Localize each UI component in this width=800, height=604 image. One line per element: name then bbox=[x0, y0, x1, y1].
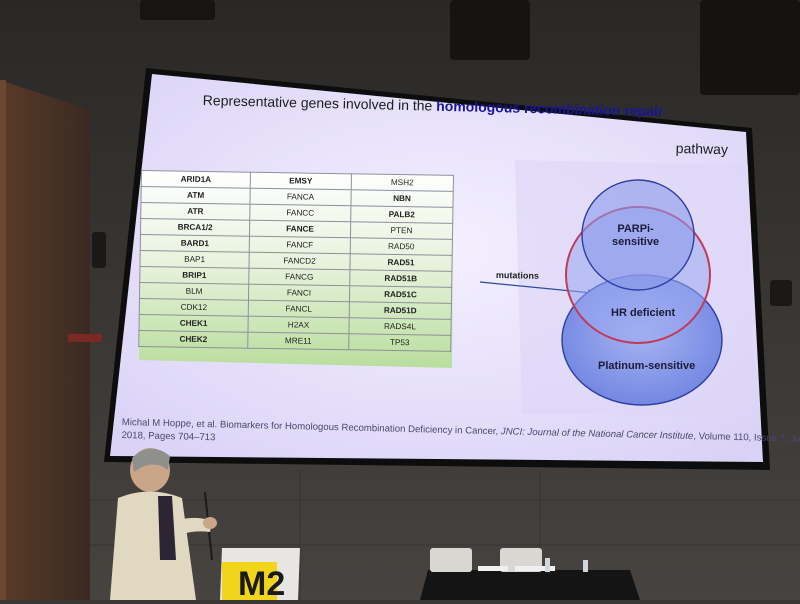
podium-logo-block bbox=[222, 562, 277, 600]
gene-cell: BARD1 bbox=[140, 234, 250, 253]
hr-deficient-label: HR deficient bbox=[611, 307, 676, 319]
gene-cell: PTEN bbox=[350, 221, 453, 240]
title-suffix: pathway bbox=[675, 140, 729, 158]
parpi-label-line2: sensitive bbox=[612, 236, 660, 248]
gene-cell: FANCC bbox=[249, 204, 351, 222]
gene-cell: CHEK1 bbox=[138, 314, 249, 333]
gene-cell: RADS4L bbox=[348, 317, 452, 336]
papers bbox=[515, 566, 555, 571]
platinum-sensitive-label: Platinum-sensitive bbox=[598, 360, 696, 372]
gene-cell: ATR bbox=[140, 202, 251, 221]
wooden-side-wall bbox=[0, 80, 90, 600]
gene-cell: RAD51D bbox=[349, 301, 452, 320]
mutations-label: mutations bbox=[495, 270, 540, 281]
parpi-sensitive-circle bbox=[581, 179, 695, 291]
exit-sign bbox=[68, 334, 102, 342]
podium-logo: M2 bbox=[238, 565, 286, 603]
ceiling-speaker bbox=[450, 0, 530, 60]
gene-cell: FANCD2 bbox=[249, 252, 351, 270]
gene-cell: FANCG bbox=[248, 268, 350, 286]
gene-cell: NBN bbox=[350, 189, 454, 208]
gene-cell: EMSY bbox=[250, 172, 352, 190]
parpi-label: PARPi- sensitive bbox=[612, 223, 659, 249]
gene-cell: BRCA1/2 bbox=[140, 218, 250, 237]
gene-cell: CHEK2 bbox=[138, 330, 249, 349]
water-bottle bbox=[583, 560, 588, 572]
gene-cell: PALB2 bbox=[350, 205, 453, 224]
gene-cell: RAD50 bbox=[350, 237, 453, 256]
gene-cell: MSH2 bbox=[351, 173, 454, 192]
water-bottle bbox=[545, 558, 550, 572]
gene-cell: RAD51B bbox=[349, 269, 452, 288]
gene-table-background bbox=[139, 170, 454, 368]
gene-cell: ATM bbox=[140, 186, 251, 205]
gene-cell: TP53 bbox=[348, 333, 451, 352]
chair bbox=[430, 548, 472, 572]
gene-cell: FANCE bbox=[249, 220, 351, 238]
side-table bbox=[420, 570, 640, 600]
gene-cell: FANCF bbox=[249, 236, 351, 254]
wall-device bbox=[770, 280, 792, 306]
gene-cell: MRE11 bbox=[247, 332, 349, 350]
gene-cell: FANCL bbox=[248, 300, 350, 318]
gene-cell: RAD51C bbox=[349, 285, 452, 304]
papers bbox=[478, 566, 508, 571]
gene-cell: FANCA bbox=[250, 188, 352, 206]
gene-cell: FANCI bbox=[248, 284, 350, 302]
wall-camera bbox=[92, 232, 106, 268]
speaker-person bbox=[110, 448, 217, 600]
gene-cell: ARID1A bbox=[141, 170, 251, 189]
parpi-label-line1: PARPi- bbox=[617, 223, 654, 235]
ceiling-speaker bbox=[700, 0, 800, 95]
ceiling-speaker bbox=[140, 0, 215, 20]
wall-edge bbox=[0, 80, 6, 600]
gene-cell: BRIP1 bbox=[139, 266, 250, 285]
gene-cell: H2AX bbox=[248, 316, 350, 334]
gene-cell: BLM bbox=[139, 282, 249, 301]
gene-cell: CDK12 bbox=[139, 298, 249, 317]
gene-cell: RAD51 bbox=[349, 253, 453, 272]
citation-volume: , Volume 110, Issue 7, July bbox=[693, 430, 800, 445]
gene-cell: BAP1 bbox=[139, 250, 250, 269]
